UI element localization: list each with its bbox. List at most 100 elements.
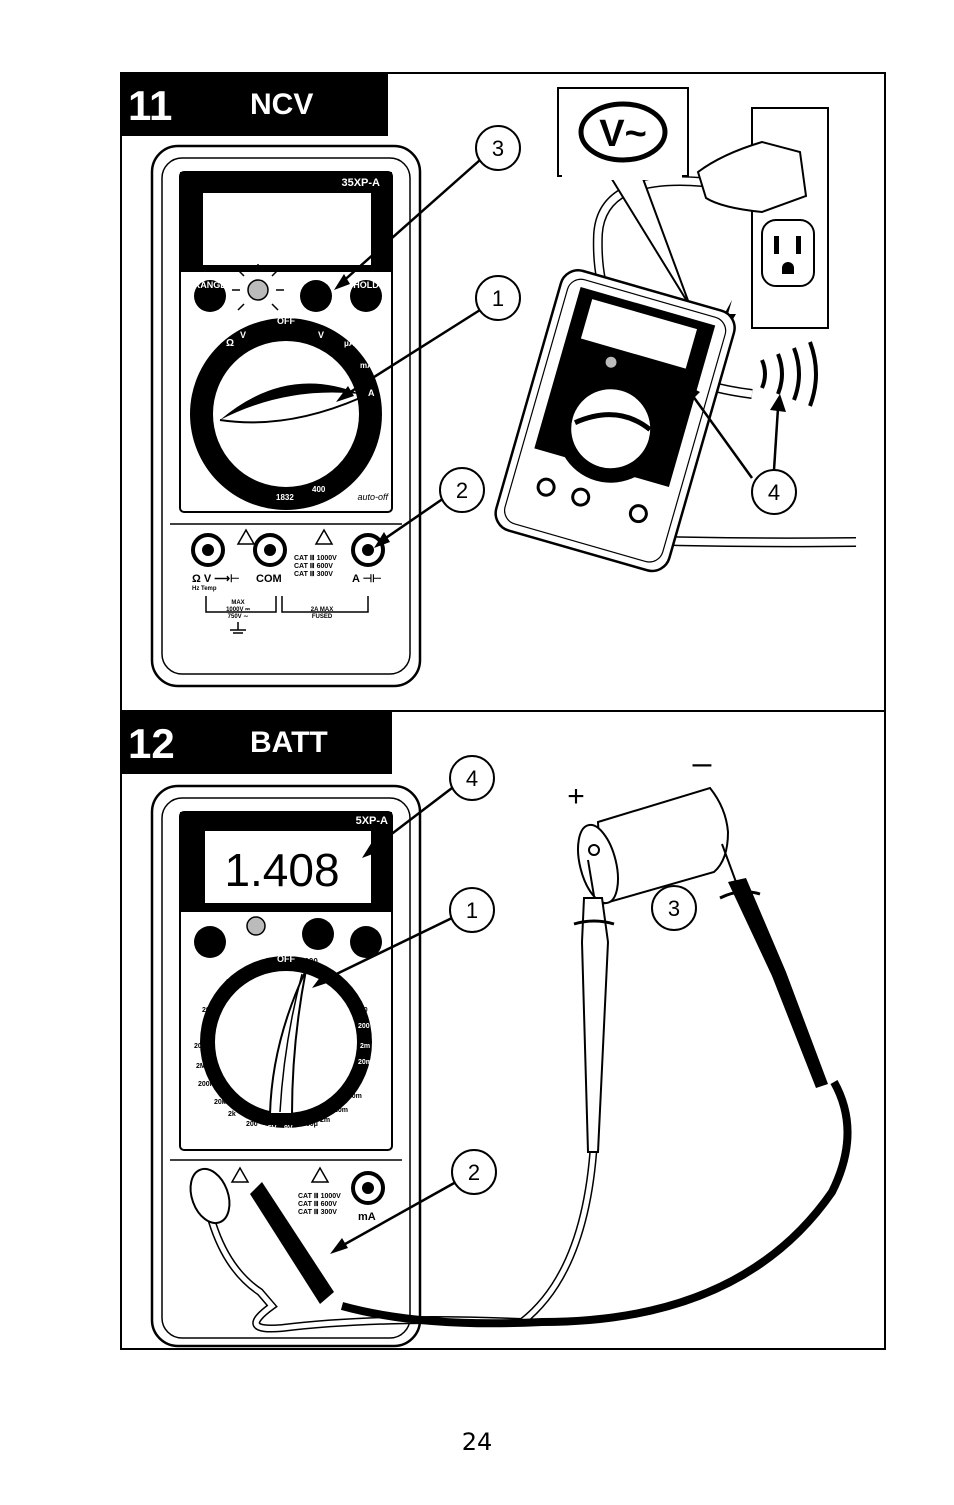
dial-2-acv: 2	[350, 997, 354, 1004]
lcd-reading: 1.408	[224, 844, 339, 896]
jack-label-com: COM	[256, 573, 282, 585]
ncv-label-3: VOLTAGE	[266, 928, 294, 934]
battery	[596, 786, 730, 906]
max-label: MAX	[231, 600, 244, 606]
batt-illustration: 5XP-A 1.408 MIN MAX NON CONTACT VOLTAGE …	[150, 744, 852, 1348]
dial-200m-a: 200m	[344, 1093, 362, 1100]
black-probe-cable	[340, 1080, 852, 1328]
power-plug	[696, 140, 808, 214]
step-title: NCV	[250, 88, 314, 121]
ncv-label-2: CONTACT	[266, 921, 295, 927]
cat-rating-3: CAT Ⅲ 300V	[298, 1208, 337, 1216]
warning-icon	[314, 528, 334, 545]
hold-label: HOLD	[353, 916, 379, 926]
dial-2m-a: 2m	[320, 1117, 330, 1124]
dial-ma: mA	[360, 361, 373, 370]
dial-200-ohm: 200	[246, 1121, 258, 1128]
hold-button[interactable]	[350, 280, 382, 312]
model-label: 5XP-A	[356, 815, 388, 827]
max-volts-dc: 1000V ⎓	[226, 607, 250, 613]
dial-ua: μA	[344, 339, 355, 348]
hold-button[interactable]	[350, 926, 382, 958]
dial-a: A	[368, 388, 375, 398]
outlet-receptacle	[761, 219, 815, 287]
jack-label-a: A ⊣⊢	[352, 572, 382, 585]
dial-batt: BATT	[272, 1134, 288, 1140]
dial-ma-ac: mA	[358, 447, 371, 456]
ground-icon	[230, 622, 246, 634]
red-test-probe	[580, 897, 610, 1153]
jack-label-left: Ω V ⟶⊢	[192, 572, 240, 585]
meter-near-outlet	[494, 269, 736, 573]
black-test-probe	[728, 878, 828, 1088]
dial-200u-aca: 200 μ	[358, 1023, 376, 1030]
dial-20-dcv: 20	[226, 979, 234, 986]
step-number: 12	[128, 720, 175, 767]
callout-2	[439, 467, 485, 513]
callout-4-label: 4	[768, 480, 780, 505]
panel-batt: 12 BATT 5XP-A 1.408 MIN MAX NON CONTACT …	[120, 710, 886, 1350]
range-button[interactable]	[194, 280, 226, 312]
ncv-illustration: 35XP-A RANGE HOLD OFF V V μA mA A A mA 4…	[150, 87, 857, 688]
dial-2m-aca: 2m	[360, 1043, 370, 1050]
warning-icon	[236, 528, 256, 545]
ncv-light-icon	[247, 279, 269, 301]
dial-1000: 1000	[248, 485, 266, 494]
dial-a-ac: A	[368, 418, 375, 428]
callout-1-label: 1	[492, 286, 504, 311]
callout-2-label: 2	[456, 478, 468, 503]
dial-off: OFF	[277, 316, 295, 326]
panel-ncv: 11 NCV 35XP-A RANGE HOLD OFF V V μA mA	[120, 72, 886, 712]
wall-outlet-plate	[751, 107, 829, 329]
dial-1000: 1000	[300, 957, 318, 966]
fused-label-1: 2A MAX	[311, 607, 333, 613]
dial-20m-ohm: 20M	[194, 1043, 208, 1050]
dial-20k: 20k	[214, 1099, 226, 1106]
callout-3-label: 3	[492, 136, 504, 161]
jack-label-ma: mA	[358, 1211, 376, 1223]
callout-2-label: 2	[468, 1160, 480, 1185]
ncv-button[interactable]	[300, 280, 332, 312]
callout-1-label: 1	[466, 898, 478, 923]
dial-20m-aca: 20m	[358, 1059, 372, 1066]
callout-2	[451, 1149, 497, 1195]
ncv-light-icon	[246, 916, 266, 936]
dial-200u: 200μ	[302, 1121, 318, 1128]
red-probe-plug	[189, 1167, 231, 1225]
dial-400c: 400	[226, 469, 240, 478]
max-volts-ac: 750V ∼	[228, 614, 249, 620]
negative-terminal-label: –	[693, 744, 712, 782]
dial-2k: 2k	[228, 1111, 236, 1118]
dial-9v: 9V	[284, 1125, 293, 1132]
flash-rays-icon	[232, 264, 284, 311]
step-header-12: 12 BATT	[122, 712, 392, 774]
step-title: BATT	[250, 726, 328, 759]
auto-off-label: auto-off	[357, 492, 389, 502]
callout-3-label: 3	[668, 896, 680, 921]
signal-waves-icon	[760, 341, 818, 407]
dial-off: OFF	[277, 954, 295, 964]
page-number: 24	[461, 1428, 493, 1456]
ncv-button[interactable]	[302, 918, 334, 950]
cat-rating-1: CAT Ⅲ 1000V	[294, 554, 337, 562]
ncv-label-1: NON	[273, 914, 286, 920]
dial-1832: 1832	[276, 493, 294, 502]
black-probe-plug	[250, 1182, 334, 1304]
callout-3	[651, 885, 697, 931]
callout-3	[475, 125, 521, 171]
minmax-label: MIN MAX	[191, 916, 230, 926]
callout-4	[751, 469, 797, 515]
dial-hz: HZ	[196, 416, 208, 426]
callout-4-label: 4	[466, 766, 478, 791]
step-number: 11	[128, 82, 173, 129]
dial-ohm: Ω	[226, 338, 234, 349]
callout-4	[449, 755, 495, 801]
rotary-dial[interactable]	[211, 339, 361, 489]
cat-rating-2: CAT Ⅲ 600V	[298, 1200, 337, 1208]
fused-label-2: FUSED	[312, 614, 333, 620]
warning-icon	[230, 1166, 250, 1183]
minmax-button[interactable]	[194, 926, 226, 958]
dial-20m-a: 20m	[334, 1107, 348, 1114]
dial-2-dcv: 2	[216, 993, 220, 1000]
lcd-display	[201, 191, 373, 267]
